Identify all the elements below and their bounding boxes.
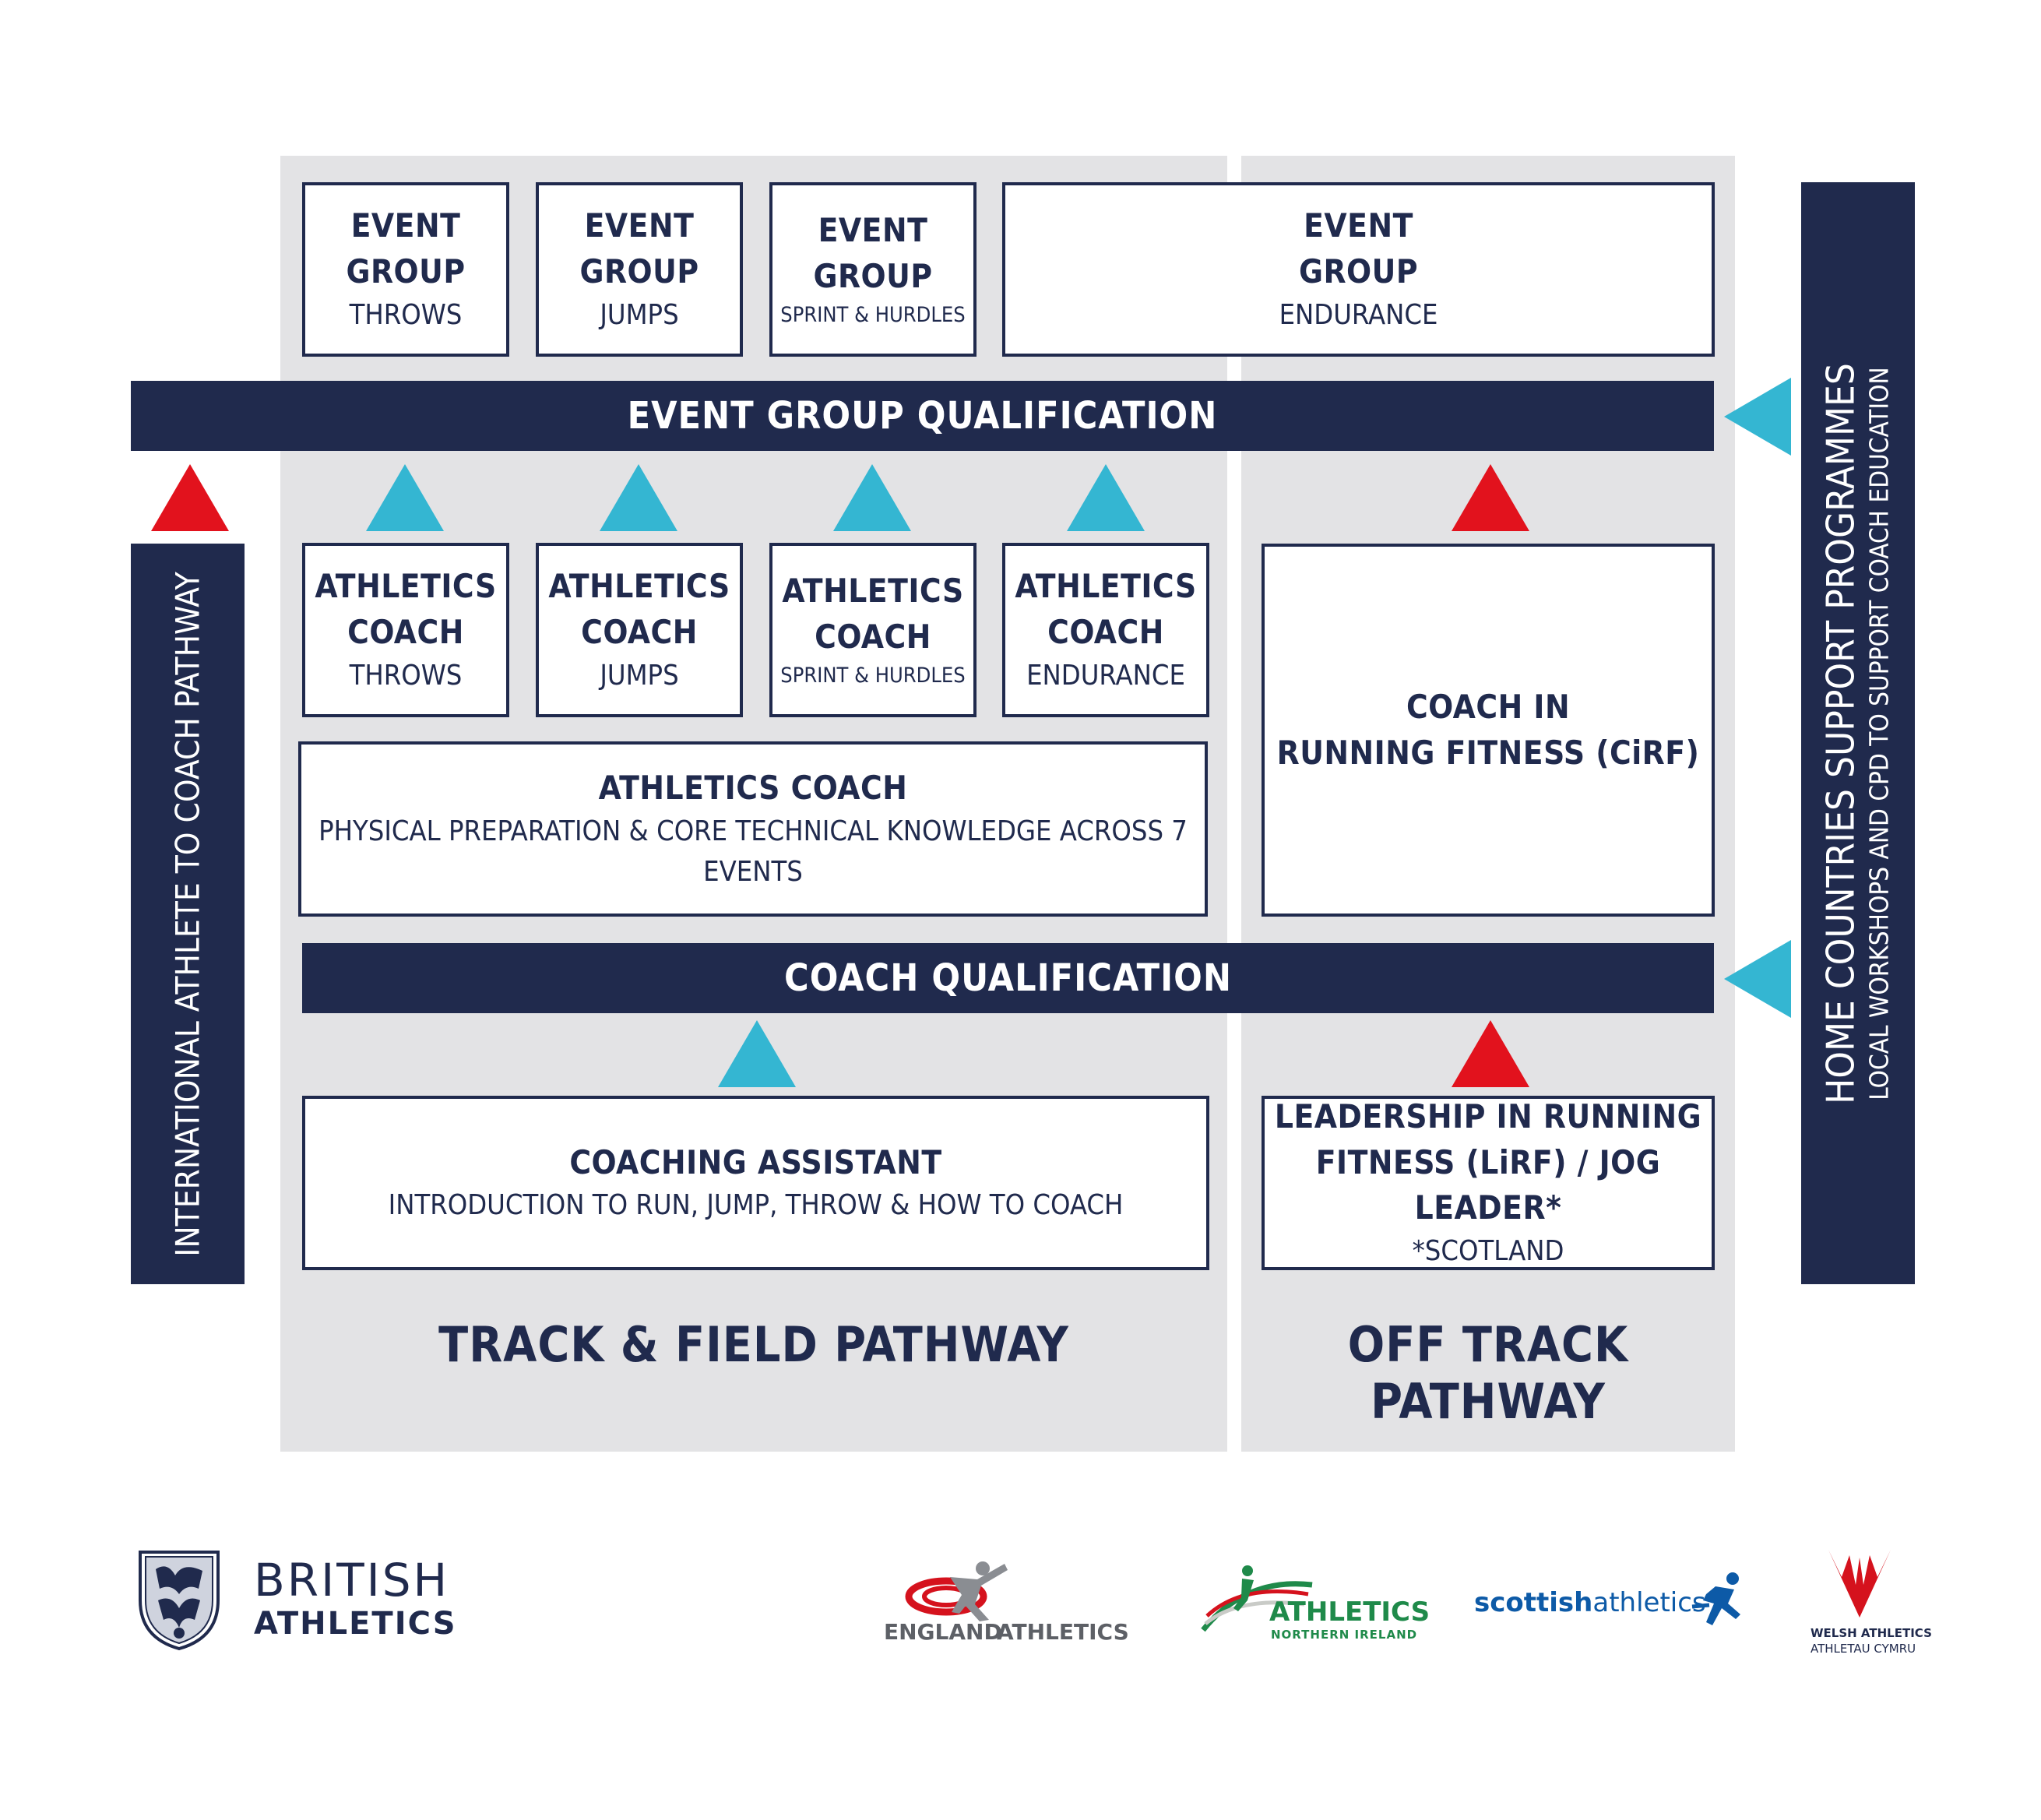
athletics-ni-word2: NORTHERN IRELAND xyxy=(1271,1628,1418,1642)
event-group-sprint-hurdles: EVENT GROUP SPRINT & HURDLES xyxy=(769,182,977,357)
event-group-title-2: GROUP xyxy=(579,252,699,290)
event-group-title-2: GROUP xyxy=(1298,252,1419,290)
athletics-coach-throws: ATHLETICS COACH THROWS xyxy=(302,543,509,717)
home-countries-support-text: HOME COUNTRIES SUPPORT PROGRAMMES LOCAL … xyxy=(1818,362,1896,1104)
coaching-assistant-box: COACHING ASSISTANT INTRODUCTION TO RUN, … xyxy=(302,1096,1209,1270)
event-group-title-2: GROUP xyxy=(813,256,933,295)
home-countries-support-bar: HOME COUNTRIES SUPPORT PROGRAMMES LOCAL … xyxy=(1801,182,1915,1284)
athletics-coach-core: ATHLETICS COACH PHYSICAL PREPARATION & C… xyxy=(298,741,1208,917)
lirf-note: *SCOTLAND xyxy=(1412,1235,1564,1268)
event-group-qualification-bar: EVENT GROUP QUALIFICATION xyxy=(131,381,1714,451)
british-athletics-line1: BRITISH xyxy=(254,1554,450,1607)
cirf-line1: COACH IN xyxy=(1406,687,1571,726)
athletics-ni-word1: ATHLETICS xyxy=(1269,1596,1430,1628)
athletics-coach-title-2: COACH xyxy=(815,617,931,656)
international-athlete-pathway-label: INTERNATIONAL ATHLETE TO COACH PATHWAY xyxy=(168,571,207,1257)
scottish-word: scottish xyxy=(1474,1587,1593,1618)
event-group-qualification-label: EVENT GROUP QUALIFICATION xyxy=(627,394,1218,438)
athletics-coach-discipline: ENDURANCE xyxy=(1026,659,1185,692)
runner-ribbon-icon xyxy=(1201,1565,1313,1632)
home-countries-support-subtitle: LOCAL WORKSHOPS AND CPD TO SUPPORT COACH… xyxy=(1863,366,1895,1100)
cyan-left-arrow-top xyxy=(1724,378,1791,456)
athletics-coach-core-title: ATHLETICS COACH xyxy=(598,768,908,807)
welsh-flame-icon xyxy=(1828,1550,1891,1618)
event-group-title-1: EVENT xyxy=(818,210,928,249)
red-up-arrow-offtrack-bottom xyxy=(1452,1020,1529,1087)
event-group-title-2: GROUP xyxy=(346,252,466,290)
cyan-up-arrow-coaching-assistant xyxy=(718,1020,796,1087)
athletics-coach-core-subtitle: PHYSICAL PREPARATION & CORE TECHNICAL KN… xyxy=(318,815,1188,888)
runner-swirl-icon xyxy=(905,1561,1008,1621)
athletics-coach-sprint-hurdles: ATHLETICS COACH SPRINT & HURDLES xyxy=(769,543,977,717)
athletics-coach-title-2: COACH xyxy=(347,612,464,651)
crest-icon xyxy=(139,1551,220,1651)
event-group-jumps: EVENT GROUP JUMPS xyxy=(536,182,743,357)
red-up-arrow-left xyxy=(151,464,229,531)
athletics-coach-discipline: JUMPS xyxy=(600,659,679,692)
event-group-endurance: EVENT GROUP ENDURANCE xyxy=(1002,182,1715,357)
home-countries-support-title: HOME COUNTRIES SUPPORT PROGRAMMES xyxy=(1818,362,1863,1104)
cirf-line2: RUNNING FITNESS (CiRF) xyxy=(1276,733,1700,772)
athletics-coach-discipline: THROWS xyxy=(349,659,463,692)
athletics-coach-jumps: ATHLETICS COACH JUMPS xyxy=(536,543,743,717)
red-up-arrow-offtrack-top xyxy=(1452,464,1529,531)
lirf-box: LEADERSHIP IN RUNNING FITNESS (LiRF) / J… xyxy=(1262,1096,1715,1270)
track-field-pathway-label: TRACK & FIELD PATHWAY xyxy=(438,1316,1069,1373)
athletics-coach-title-2: COACH xyxy=(1047,612,1164,651)
athletics-coach-endurance: ATHLETICS COACH ENDURANCE xyxy=(1002,543,1209,717)
scottish-athletics-wordmark: scottishathletics xyxy=(1474,1587,1706,1618)
coach-qualification-label: COACH QUALIFICATION xyxy=(784,956,1232,1000)
athletics-coach-title-1: ATHLETICS xyxy=(1015,567,1197,606)
england-athletics-word2: ATHLETICS xyxy=(997,1619,1129,1645)
athletics-coach-title-2: COACH xyxy=(581,612,698,651)
event-group-title-1: EVENT xyxy=(1304,206,1413,245)
welsh-athletics-word2: ATHLETAU CYMRU xyxy=(1811,1642,1916,1656)
england-athletics-word1: ENGLAND xyxy=(884,1619,1002,1645)
athletics-coach-title-1: ATHLETICS xyxy=(782,571,964,610)
event-group-discipline: THROWS xyxy=(349,298,463,331)
athletics-coach-title-1: ATHLETICS xyxy=(315,567,497,606)
event-group-throws: EVENT GROUP THROWS xyxy=(302,182,509,357)
cyan-up-arrow-jumps xyxy=(600,464,677,531)
cyan-left-arrow-bottom xyxy=(1724,940,1791,1018)
coaching-assistant-subtitle: INTRODUCTION TO RUN, JUMP, THROW & HOW T… xyxy=(388,1189,1124,1222)
coach-qualification-bar: COACH QUALIFICATION xyxy=(302,943,1714,1013)
cirf-box: COACH IN RUNNING FITNESS (CiRF) xyxy=(1262,544,1715,917)
event-group-discipline: ENDURANCE xyxy=(1279,298,1438,331)
cyan-up-arrow-endurance xyxy=(1067,464,1145,531)
international-athlete-pathway-bar: INTERNATIONAL ATHLETE TO COACH PATHWAY xyxy=(131,544,245,1284)
lirf-line2: FITNESS (LiRF) / JOG LEADER* xyxy=(1315,1142,1661,1227)
athletics-coach-title-1: ATHLETICS xyxy=(548,567,730,606)
runner-icon xyxy=(1691,1572,1740,1625)
event-group-title-1: EVENT xyxy=(584,206,695,245)
athletics-coach-discipline: SPRINT & HURDLES xyxy=(780,663,966,688)
british-athletics-line2: ATHLETICS xyxy=(254,1606,457,1642)
cyan-up-arrow-sprint xyxy=(833,464,911,531)
off-track-pathway-label: OFF TRACK PATHWAY xyxy=(1347,1316,1629,1430)
coaching-assistant-title: COACHING ASSISTANT xyxy=(569,1142,942,1181)
event-group-title-1: EVENT xyxy=(350,206,461,245)
cyan-up-arrow-throws xyxy=(366,464,444,531)
athletics-word: athletics xyxy=(1592,1587,1706,1618)
lirf-line1: LEADERSHIP IN RUNNING xyxy=(1274,1097,1702,1135)
welsh-athletics-word1: WELSH ATHLETICS xyxy=(1811,1626,1932,1640)
event-group-discipline: SPRINT & HURDLES xyxy=(780,302,966,327)
event-group-discipline: JUMPS xyxy=(600,298,679,331)
